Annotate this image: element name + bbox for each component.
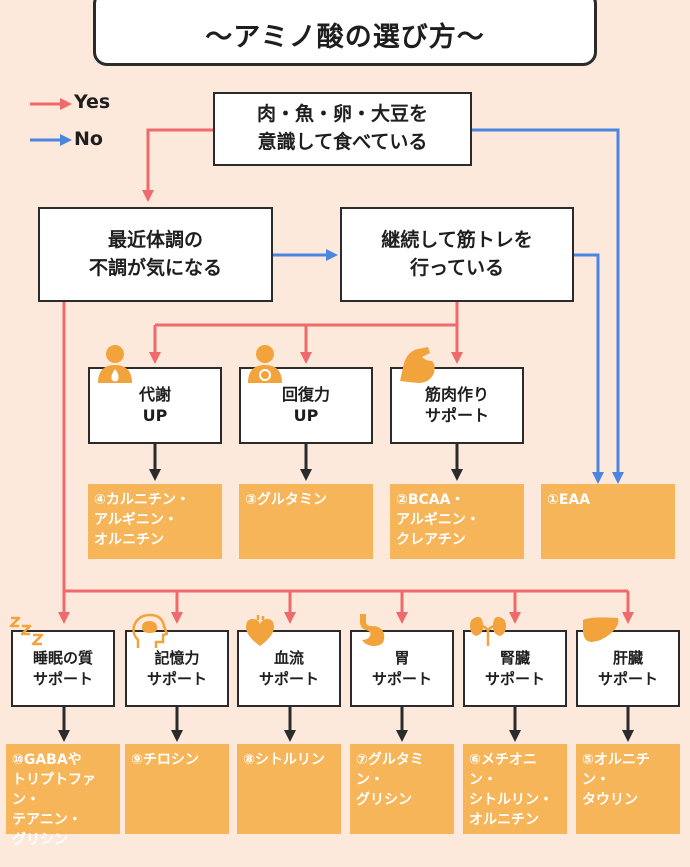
legend-yes-label: Yes <box>74 91 111 113</box>
goal-kidney: 腎臓 サポート <box>463 630 567 707</box>
flexed-arm-icon <box>400 347 435 383</box>
sleep-zzz-icon <box>9 616 44 646</box>
question-strength-training: 継続して筋トレを 行っている <box>340 207 574 302</box>
result-ornithine-taurine: ⑤オルニチン・ タウリン <box>576 744 680 834</box>
result-gaba-tryptophan-theanine-glycine: ⑩GABAや トリプトファン・ テアニン・ グリシン <box>6 744 120 848</box>
result-citrulline: ⑧シトルリン <box>237 744 341 834</box>
result-bcaa-arginine-creatine: ②BCAA・ アルギニン・ クレアチン <box>390 484 524 559</box>
question-protein-diet: 肉・魚・卵・大豆を 意識して食べている <box>213 92 472 166</box>
result-glutamine: ③グルタミン <box>239 484 373 559</box>
brain-head-icon <box>132 613 168 648</box>
stomach-icon <box>360 614 385 646</box>
person-fire-icon <box>98 345 132 383</box>
goal-blood-flow: 血流 サポート <box>237 630 341 707</box>
person-recovery-icon <box>248 345 282 383</box>
result-glutamine-glycine: ⑦グルタミン・ グリシン <box>350 744 454 834</box>
question-health-condition: 最近体調の 不調が気になる <box>38 207 273 302</box>
legend-no-label: No <box>74 128 103 150</box>
goal-recovery-up: 回復力 UP <box>239 367 373 444</box>
goal-sleep-quality: 睡眠の質 サポート <box>11 630 115 707</box>
heart-icon <box>246 615 274 646</box>
liver-icon <box>583 617 619 642</box>
result-tyrosine: ⑨チロシン <box>125 744 229 834</box>
result-eaa: ①EAA <box>541 484 675 559</box>
goal-memory: 記憶力 サポート <box>125 630 229 707</box>
kidney-icon <box>470 616 506 646</box>
result-methionine-citrulline-ornithine: ⑥メチオニン・ シトルリン・ オルニチン <box>463 744 567 834</box>
page-title: 〜アミノ酸の選び方〜 <box>93 0 597 66</box>
goal-liver: 肝臓 サポート <box>576 630 680 707</box>
result-carnitine-arginine-ornithine: ④カルニチン・ アルギニン・ オルニチン <box>88 484 222 559</box>
